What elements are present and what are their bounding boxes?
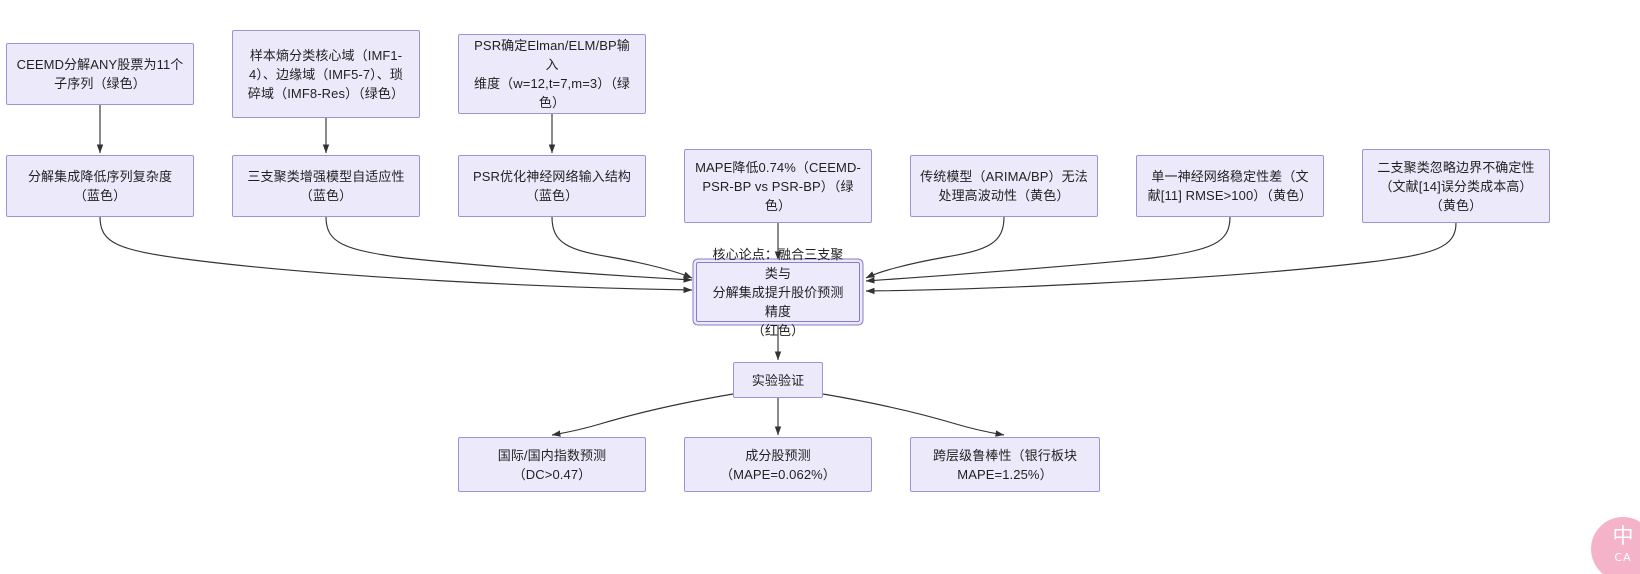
node-label: PSR确定Elman/ELM/BP输入 维度（w=12,t=7,m=3）（绿 色… — [473, 38, 631, 110]
edge-three-way-adaptive-to-core — [325, 216, 693, 283]
watermark-secondary-text: CA — [1614, 551, 1632, 564]
node-two-way-boundary[interactable]: 二支聚类忽略边界不确定性 （文献[14]误分类成本高） （黄色） — [1362, 149, 1550, 223]
node-label: PSR优化神经网络输入结构 （蓝色） — [472, 169, 632, 203]
edge-traditional-limits-to-core — [865, 216, 1005, 279]
node-psr-structure[interactable]: PSR优化神经网络输入结构 （蓝色） — [458, 155, 646, 217]
node-label: 实验验证 — [751, 372, 805, 388]
edge-psr-structure-to-core — [551, 216, 693, 279]
edge-decomp-complexity-to-core — [99, 216, 693, 294]
node-three-way-adaptive[interactable]: 三支聚类增强模型自适应性 （蓝色） — [232, 155, 420, 217]
node-index-forecast[interactable]: 国际/国内指数预测 （DC>0.47） — [458, 437, 646, 492]
node-constituent-forecast[interactable]: 成分股预测 （MAPE=0.062%） — [684, 437, 872, 492]
node-label: 传统模型（ARIMA/BP）无法 处理高波动性（黄色） — [920, 169, 1088, 203]
node-cross-level-robust[interactable]: 跨层级鲁棒性（银行板块 MAPE=1.25%） — [910, 437, 1100, 492]
node-single-nn-unstable[interactable]: 单一神经网络稳定性差（文 献[11] RMSE>100）（黄色） — [1136, 155, 1324, 217]
node-label: CEEMD分解ANY股票为11个 子序列（绿色） — [16, 57, 184, 91]
edge-experiment-to-cross-level-robust — [822, 393, 1005, 437]
node-label: 核心论点：融合三支聚类与 分解集成提升股价预测精度 （红色） — [712, 246, 844, 338]
node-mape-improve[interactable]: MAPE降低0.74%（CEEMD- PSR-BP vs PSR-BP）（绿 色… — [684, 149, 872, 223]
watermark-badge: 中 CA — [1591, 517, 1640, 574]
edge-two-way-boundary-to-core — [865, 222, 1457, 295]
node-core-claim[interactable]: 核心论点：融合三支聚类与 分解集成提升股价预测精度 （红色） — [696, 247, 860, 338]
node-experiment[interactable]: 实验验证 — [733, 362, 823, 398]
node-label: 国际/国内指数预测 （DC>0.47） — [497, 447, 607, 482]
node-label: 二支聚类忽略边界不确定性 （文献[14]误分类成本高） （黄色） — [1377, 159, 1535, 213]
watermark-primary-text: 中 — [1612, 524, 1634, 548]
node-decomp-complexity[interactable]: 分解集成降低序列复杂度 （蓝色） — [6, 155, 194, 217]
node-label: 单一神经网络稳定性差（文 献[11] RMSE>100）（黄色） — [1147, 169, 1313, 203]
node-label: MAPE降低0.74%（CEEMD- PSR-BP vs PSR-BP）（绿 色… — [695, 159, 861, 213]
node-label: 三支聚类增强模型自适应性 （蓝色） — [247, 169, 405, 203]
edge-experiment-to-index-forecast — [551, 393, 734, 437]
edge-single-nn-unstable-to-core — [865, 216, 1231, 284]
node-ceemd[interactable]: CEEMD分解ANY股票为11个 子序列（绿色） — [6, 43, 194, 105]
node-label: 成分股预测 （MAPE=0.062%） — [720, 447, 836, 482]
node-label: 分解集成降低序列复杂度 （蓝色） — [27, 169, 173, 203]
node-psr-input-dim[interactable]: PSR确定Elman/ELM/BP输入 维度（w=12,t=7,m=3）（绿 色… — [458, 34, 646, 114]
node-label: 样本熵分类核心域（IMF1- 4）、边缘域（IMF5-7）、琐 碎域（IMF8-… — [247, 47, 405, 101]
node-label: 跨层级鲁棒性（银行板块 MAPE=1.25%） — [932, 447, 1078, 482]
node-sample-entropy[interactable]: 样本熵分类核心域（IMF1- 4）、边缘域（IMF5-7）、琐 碎域（IMF8-… — [232, 30, 420, 118]
node-traditional-limits[interactable]: 传统模型（ARIMA/BP）无法 处理高波动性（黄色） — [910, 155, 1098, 217]
